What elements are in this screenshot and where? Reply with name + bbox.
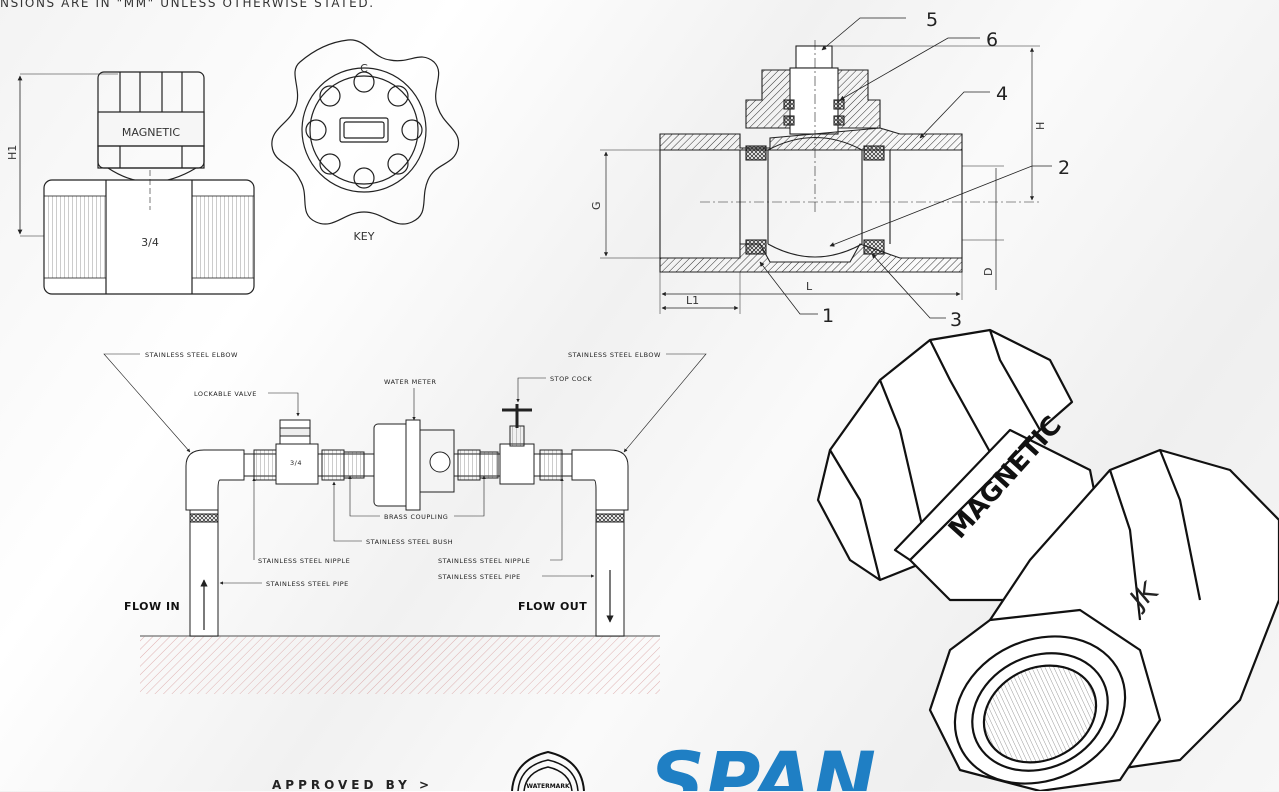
dimensions-note: NSIONS ARE IN "MM" UNLESS OTHERWISE STAT… [0, 0, 375, 10]
label-water-meter: WATER METER [384, 378, 436, 386]
watermark-text: WATERMARK [526, 783, 570, 790]
h1-dimension-label: H1 [6, 145, 19, 160]
valve-front-view [17, 71, 255, 295]
label-elbow-left: STAINLESS STEEL ELBOW [145, 351, 238, 359]
valve-product-illustration [816, 328, 1279, 791]
callout-6: 6 [986, 29, 998, 51]
valve-section-view [600, 17, 1052, 319]
span-logo: SPAN [650, 735, 876, 791]
dim-l-label: L [806, 280, 813, 293]
callout-4: 4 [996, 83, 1008, 105]
key-caption: KEY [354, 230, 375, 243]
key-view [271, 39, 460, 225]
label-nipple-left: STAINLESS STEEL NIPPLE [258, 557, 350, 565]
label-bush: STAINLESS STEEL BUSH [366, 538, 453, 546]
dim-g-label: G [590, 201, 603, 210]
label-valve-size: 3/4 [290, 459, 302, 467]
key-c-label: C [360, 62, 368, 75]
label-lockable-valve: LOCKABLE VALVE [194, 390, 257, 398]
approved-by-label: APPROVED BY > [272, 778, 434, 792]
watermark-logo: WATERMARK [511, 750, 585, 791]
label-stop-cock: STOP COCK [550, 375, 592, 383]
callout-5: 5 [926, 9, 938, 31]
label-brass-coupling: BRASS COUPLING [384, 513, 448, 521]
label-pipe-left: STAINLESS STEEL PIPE [266, 580, 349, 588]
dim-d-label: D [982, 268, 995, 276]
callout-3: 3 [950, 309, 962, 331]
label-nipple-right: STAINLESS STEEL NIPPLE [438, 557, 530, 565]
label-flow-in: FLOW IN [124, 600, 180, 613]
callout-1: 1 [822, 305, 834, 327]
callout-2: 2 [1058, 157, 1070, 179]
label-elbow-right: STAINLESS STEEL ELBOW [568, 351, 661, 359]
dim-h-label: H [1034, 122, 1047, 130]
label-pipe-right: STAINLESS STEEL PIPE [438, 573, 521, 581]
label-flow-out: FLOW OUT [518, 600, 587, 613]
dim-l1-label: L1 [686, 294, 699, 307]
front-size-label: 3/4 [141, 236, 159, 249]
front-magnetic-label: MAGNETIC [122, 126, 180, 139]
installation-diagram [103, 353, 707, 694]
